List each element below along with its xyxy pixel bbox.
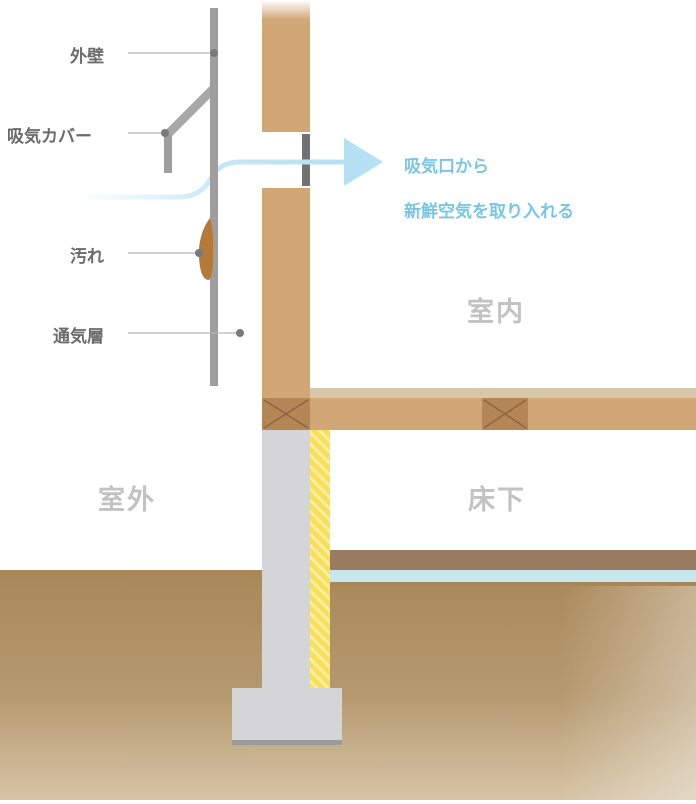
airflow-caption-line1: 吸気口から xyxy=(404,157,489,177)
label-vent-layer: 通気層 xyxy=(53,327,104,347)
leader-intake-cover-dot xyxy=(161,129,169,137)
floor-beam-cross-2 xyxy=(483,399,527,429)
label-intake-cover: 吸気カバー xyxy=(7,127,92,147)
wall-stud-lower xyxy=(262,188,310,398)
zone-label-indoor: 室内 xyxy=(467,297,525,328)
foundation-wall xyxy=(262,430,310,688)
leader-outer-wall-dot xyxy=(210,49,218,57)
ground-below-barrier xyxy=(330,582,696,586)
outer-wall-siding xyxy=(210,8,218,386)
wall-stud-top-fade xyxy=(262,0,310,20)
label-dirt: 汚れ xyxy=(70,247,104,267)
sill-plate-cross-2 xyxy=(263,399,309,429)
footing-base-line xyxy=(232,740,342,745)
airflow-caption-line2: 新鮮空気を取り入れる xyxy=(404,202,574,222)
moisture-barrier-sheet xyxy=(330,570,696,582)
zone-label-outdoor: 室外 xyxy=(98,485,156,516)
zone-label-underfloor: 床下 xyxy=(468,485,526,516)
fresh-air-arrowhead xyxy=(344,138,383,186)
leader-dirt-dot xyxy=(195,249,203,257)
intake-cover-top xyxy=(164,86,210,136)
wall-stud-upper xyxy=(262,0,310,132)
foundation-insulation xyxy=(310,430,330,688)
label-outer-wall: 外壁 xyxy=(70,47,104,67)
dirt-stain xyxy=(198,218,214,280)
under-floor-soil-cover xyxy=(330,550,696,570)
floor-finish xyxy=(310,388,696,398)
foundation-footing xyxy=(232,688,342,740)
leader-vent-layer-dot xyxy=(236,329,244,337)
ground-edge-fade xyxy=(560,570,696,800)
